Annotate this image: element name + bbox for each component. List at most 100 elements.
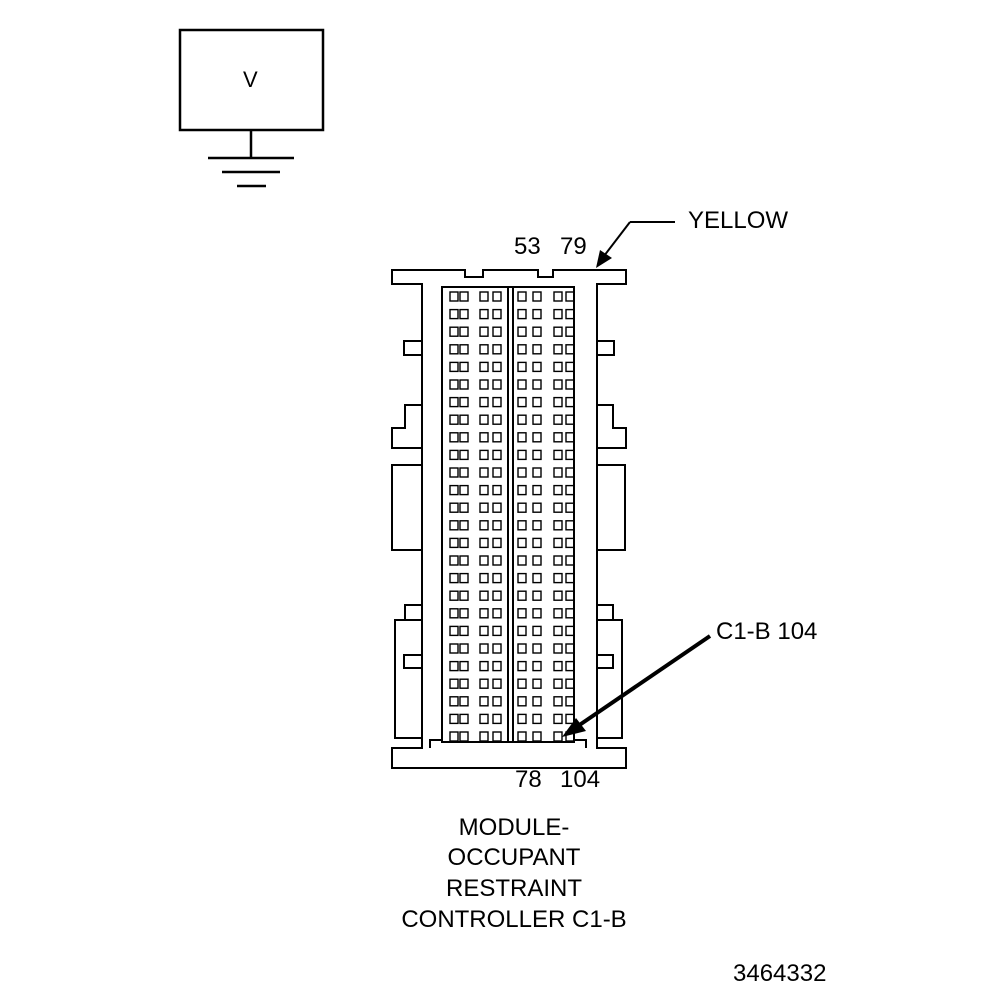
pin-cavity: [553, 396, 563, 408]
pin-cavity: [553, 696, 563, 707]
pin-cavity: [479, 484, 489, 496]
pin-cavity: [479, 660, 489, 672]
pin-cavity: [449, 660, 459, 672]
pin-cavity: [532, 414, 542, 425]
pin-cavity: [449, 643, 459, 654]
pin-cavity: [565, 696, 575, 707]
pin-cavity: [532, 308, 542, 320]
connector-pin-grid: [449, 291, 575, 742]
pin-cavity: [492, 660, 502, 672]
pin-cavity: [565, 572, 575, 584]
pin-cavity: [492, 678, 502, 689]
connector-title-line-2: OCCUPANT: [447, 844, 581, 871]
pin-cavity: [449, 555, 459, 566]
c1b-104-arrow: [562, 634, 712, 737]
pin-cavity: [492, 326, 502, 337]
pin-cavity: [492, 449, 502, 461]
callout-label: C1-B 104: [716, 618, 818, 645]
pin-cavity: [492, 344, 502, 355]
connector-housing: [391, 269, 627, 769]
pin-cavity: [517, 608, 527, 619]
pin-cavity: [565, 537, 575, 549]
pin-cavity: [532, 432, 542, 443]
pin-cavity: [517, 467, 527, 478]
pin-cavity: [449, 537, 459, 549]
pin-cavity: [553, 572, 563, 584]
pin-cavity: [565, 308, 575, 320]
pin-cavity: [517, 537, 527, 549]
pin-cavity: [459, 344, 469, 355]
meter-symbol: V: [243, 67, 258, 92]
pin-cavity: [565, 713, 575, 725]
pin-cavity: [492, 484, 502, 496]
pin-cavity: [565, 484, 575, 496]
pin-cavity: [449, 414, 459, 425]
pin-cavity: [517, 696, 527, 707]
pin-cavity: [449, 590, 459, 601]
pin-label-78: 78: [515, 766, 542, 793]
pin-cavity: [459, 731, 469, 742]
pin-cavity: [459, 291, 469, 302]
pin-cavity: [553, 344, 563, 355]
pin-cavity: [492, 520, 502, 531]
pin-cavity: [479, 361, 489, 373]
pin-cavity: [459, 432, 469, 443]
pin-cavity: [532, 696, 542, 707]
pin-cavity: [479, 678, 489, 689]
pin-cavity: [532, 291, 542, 302]
pin-cavity: [532, 520, 542, 531]
pin-cavity: [532, 555, 542, 566]
pin-cavity: [492, 308, 502, 320]
pin-cavity: [517, 326, 527, 337]
pin-cavity: [553, 713, 563, 725]
pin-cavity: [449, 396, 459, 408]
pin-cavity: [517, 731, 527, 742]
pin-cavity: [565, 678, 575, 689]
pin-cavity: [553, 291, 563, 302]
pin-label-53: 53: [514, 233, 541, 260]
pin-cavity: [532, 326, 542, 337]
pin-cavity: [532, 713, 542, 725]
pin-cavity: [532, 379, 542, 390]
pin-cavity: [532, 660, 542, 672]
pin-cavity: [479, 379, 489, 390]
pin-cavity: [492, 713, 502, 725]
pin-cavity: [553, 537, 563, 549]
pin-cavity: [532, 608, 542, 619]
pin-cavity: [492, 608, 502, 619]
pin-cavity: [532, 502, 542, 513]
pin-cavity: [553, 361, 563, 373]
pin-cavity: [532, 625, 542, 637]
pin-cavity: [492, 625, 502, 637]
pin-cavity: [565, 344, 575, 355]
pin-cavity: [459, 361, 469, 373]
pin-cavity: [517, 414, 527, 425]
pin-cavity: [565, 555, 575, 566]
pin-cavity: [479, 520, 489, 531]
pin-cavity: [449, 291, 459, 302]
pin-label-104: 104: [560, 766, 601, 793]
pin-cavity: [565, 660, 575, 672]
pin-cavity: [492, 537, 502, 549]
pin-cavity: [532, 590, 542, 601]
pin-cavity: [479, 344, 489, 355]
pin-cavity: [492, 590, 502, 601]
pin-cavity: [479, 731, 489, 742]
pin-cavity: [449, 625, 459, 637]
pin-cavity: [492, 502, 502, 513]
pin-cavity: [459, 696, 469, 707]
pin-cavity: [449, 308, 459, 320]
pin-cavity: [492, 643, 502, 654]
pin-cavity: [553, 308, 563, 320]
pin-cavity: [479, 449, 489, 461]
pin-cavity: [517, 432, 527, 443]
pin-cavity: [492, 414, 502, 425]
voltmeter-icon: [178, 28, 325, 188]
pin-cavity: [449, 608, 459, 619]
pin-cavity: [492, 555, 502, 566]
pin-cavity: [517, 291, 527, 302]
pin-cavity: [517, 713, 527, 725]
pin-cavity: [492, 572, 502, 584]
pin-cavity: [553, 449, 563, 461]
